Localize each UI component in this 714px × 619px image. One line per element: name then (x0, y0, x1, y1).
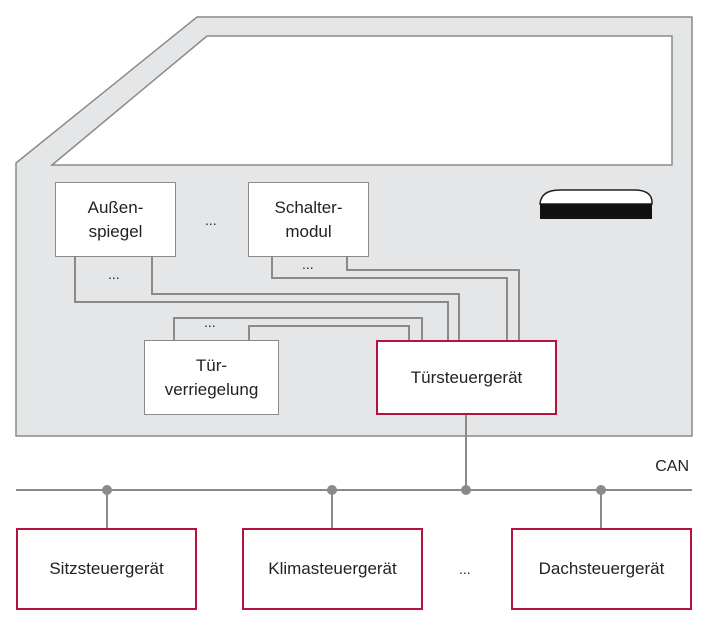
can-stubs (106, 490, 602, 528)
module-schaltermodul-line2: modul (285, 221, 332, 241)
can-node-tuer (461, 485, 471, 495)
ecu-tuersteuergeraet: Türsteuergerät (376, 340, 557, 415)
ecu-sitzsteuergeraet: Sitzsteuergerät (16, 528, 197, 610)
can-nodes (102, 485, 606, 495)
module-tuerverriegelung-line1: Tür- (195, 355, 228, 375)
wire-aussenspiegel-1 (74, 257, 449, 340)
can-label: CAN (655, 458, 689, 475)
can-node-klima (327, 485, 337, 495)
ecu-tuersteuergeraet-label: Türsteuergerät (410, 367, 523, 387)
ellipsis-under-aussenspiegel: ... (108, 266, 120, 282)
module-aussenspiegel-line1: Außen- (87, 197, 144, 217)
wire-tuerverriegelung-2 (248, 325, 410, 340)
module-aussenspiegel: Außen- spiegel (55, 182, 176, 257)
module-aussenspiegel-line2: spiegel (88, 221, 143, 241)
ellipsis-between-top-modules: ... (205, 212, 217, 228)
ecu-klimasteuergeraet: Klimasteuergerät (242, 528, 423, 610)
wire-schaltermodul-2 (346, 257, 520, 340)
ellipsis-under-schaltermodul: ... (302, 256, 314, 272)
door-wiring (74, 257, 520, 490)
module-schaltermodul: Schalter- modul (248, 182, 369, 257)
module-schaltermodul-line1: Schalter- (274, 197, 343, 217)
wire-aussenspiegel-2 (151, 257, 460, 340)
wire-schaltermodul-1 (271, 257, 508, 340)
module-tuerverriegelung-line2: verriegelung (164, 379, 259, 399)
door-window (49, 35, 673, 166)
wire-tuerverriegelung-1 (173, 317, 423, 340)
can-node-dach (596, 485, 606, 495)
door-handle-icon (539, 189, 653, 219)
ecu-dachsteuergeraet: Dachsteuergerät (511, 528, 692, 610)
ecu-klimasteuergeraet-label: Klimasteuergerät (268, 559, 397, 578)
ellipsis-above-tuerverriegelung: ... (204, 314, 216, 330)
ecu-sitzsteuergeraet-label: Sitzsteuergerät (49, 559, 164, 578)
ellipsis-bus-devices: ... (459, 561, 471, 577)
module-tuerverriegelung: Tür- verriegelung (144, 340, 279, 415)
can-node-sitz (102, 485, 112, 495)
ecu-dachsteuergeraet-label: Dachsteuergerät (538, 559, 665, 578)
